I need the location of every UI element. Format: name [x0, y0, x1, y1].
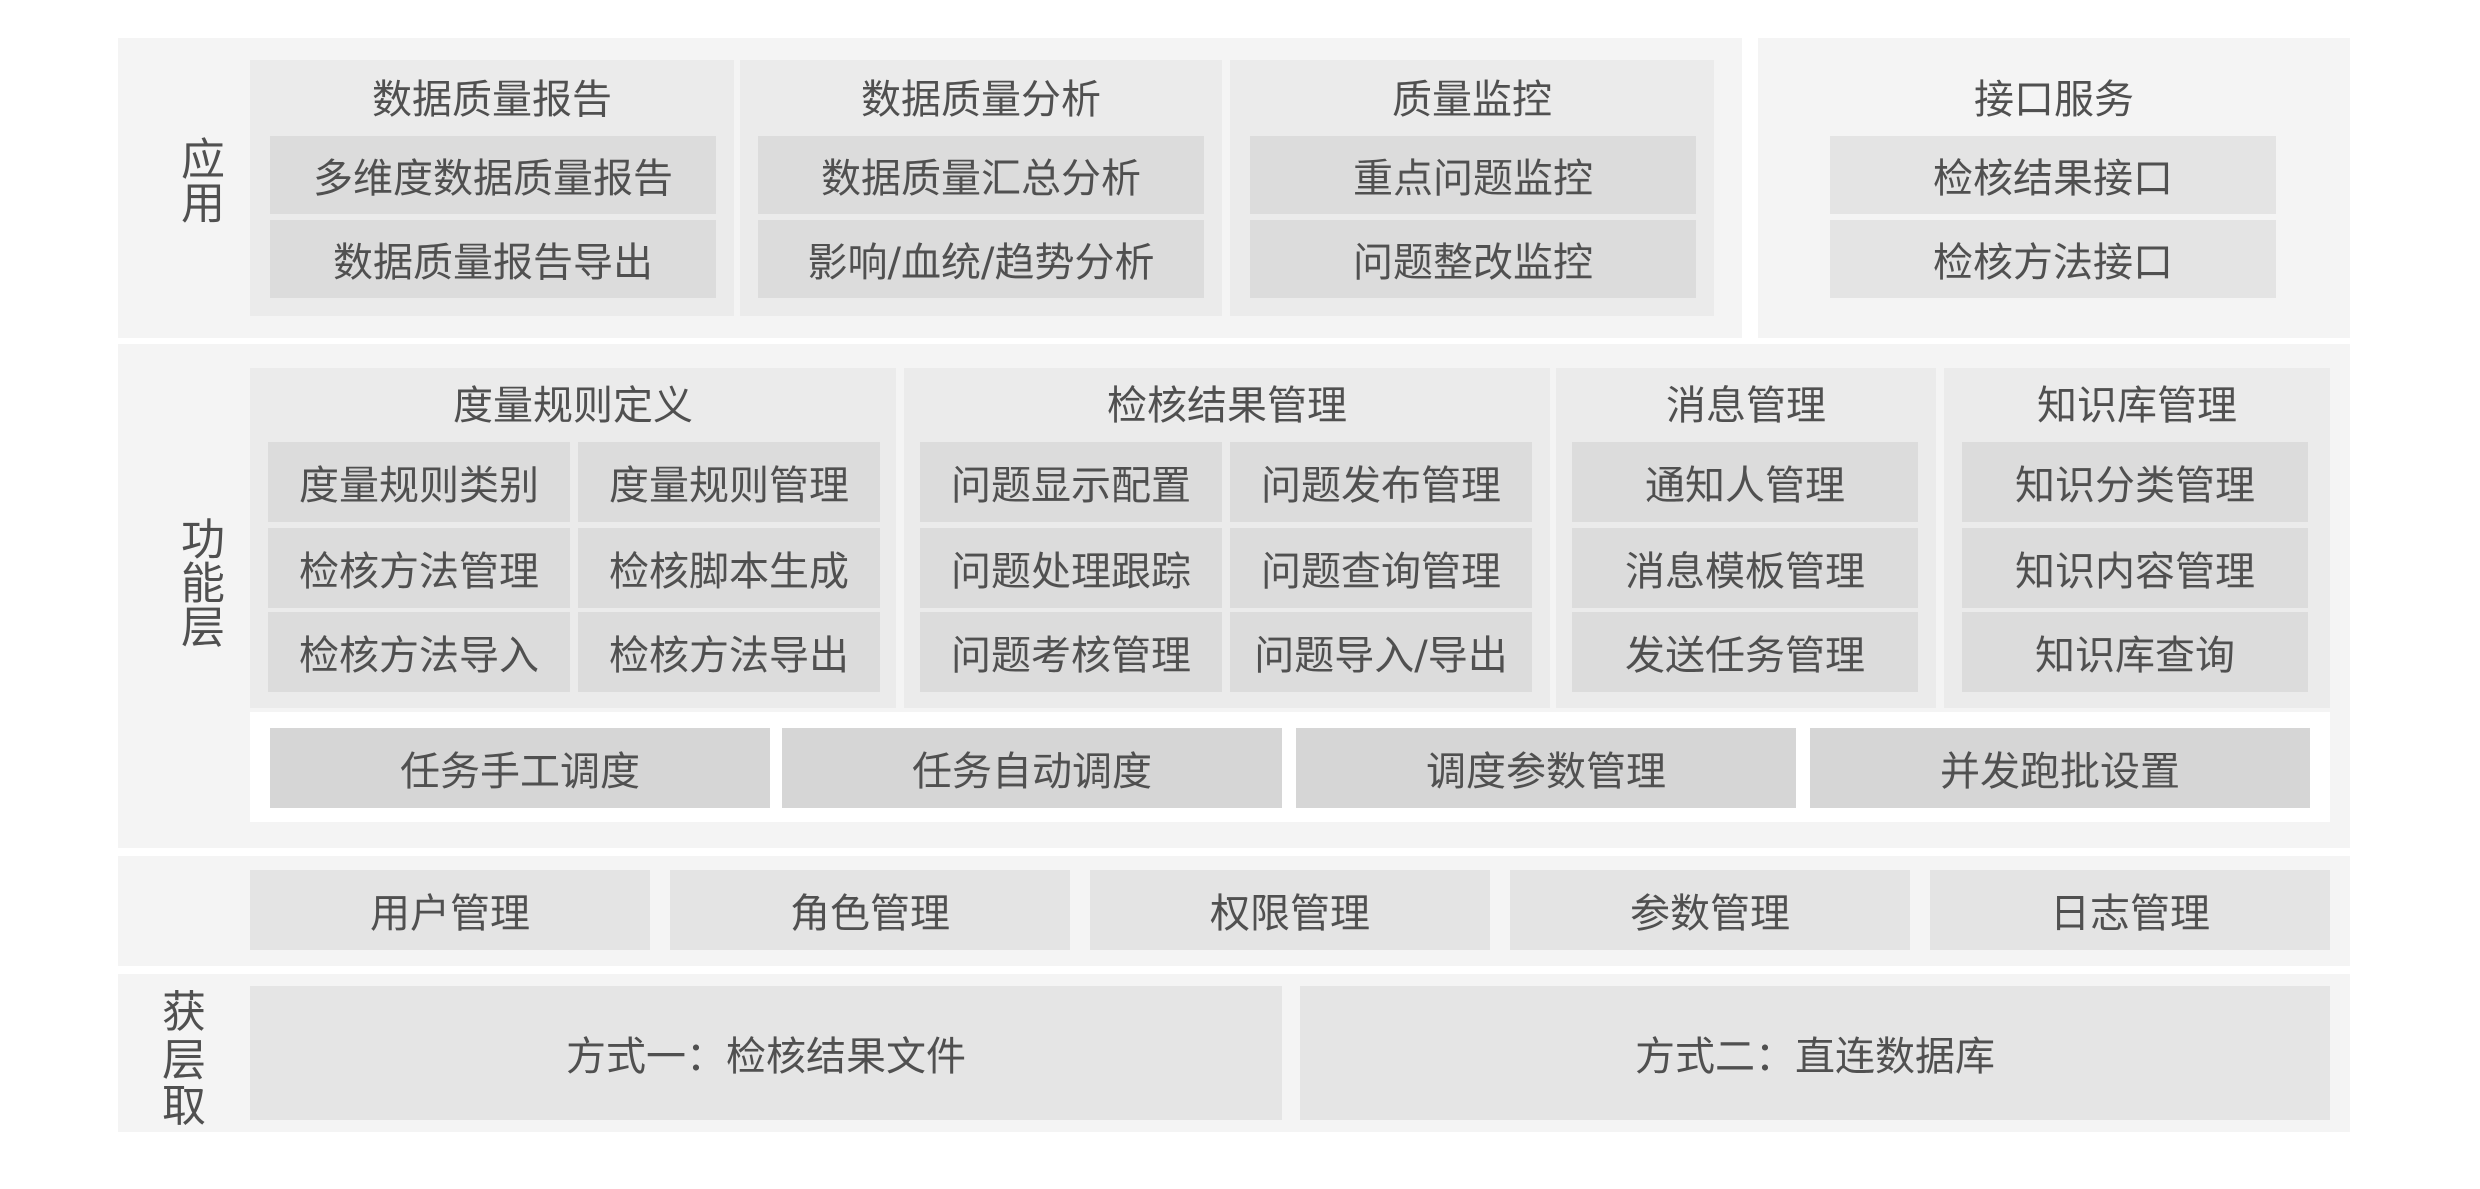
func-item: 问题查询管理 — [1230, 528, 1532, 608]
app-item: 影响/血统/趋势分析 — [758, 220, 1204, 298]
func-item: 检核方法导出 — [578, 612, 880, 692]
acquire-label-char: 取 — [162, 1081, 206, 1132]
system-item: 角色管理 — [670, 870, 1070, 950]
app-group-title: 数据质量报告 — [372, 77, 612, 123]
acquire-method-file: 方式一：检核结果文件 — [250, 986, 1282, 1120]
interface-item: 检核方法接口 — [1830, 220, 2276, 298]
func-item: 发送任务管理 — [1572, 612, 1918, 692]
acquire-label-char: 获 — [162, 987, 206, 1038]
app-group-title: 数据质量分析 — [861, 77, 1101, 123]
system-item: 权限管理 — [1090, 870, 1490, 950]
acquire-label-char: 层 — [162, 1035, 206, 1086]
func-item: 检核脚本生成 — [578, 528, 880, 608]
schedule-item: 任务自动调度 — [782, 728, 1282, 808]
func-item: 知识内容管理 — [1962, 528, 2308, 608]
func-item: 问题显示配置 — [920, 442, 1222, 522]
func-item: 问题处理跟踪 — [920, 528, 1222, 608]
app-layer-label: 应用 — [173, 136, 224, 224]
func-item: 知识分类管理 — [1962, 442, 2308, 522]
func-group-title: 知识库管理 — [2037, 383, 2237, 429]
app-item: 多维度数据质量报告 — [270, 136, 716, 214]
app-item: 重点问题监控 — [1250, 136, 1696, 214]
function-layer-label: 功能层 — [173, 516, 224, 648]
func-group-title: 检核结果管理 — [1107, 383, 1347, 429]
func-item: 度量规则类别 — [268, 442, 570, 522]
func-item: 问题发布管理 — [1230, 442, 1532, 522]
func-item: 知识库查询 — [1962, 612, 2308, 692]
func-item: 问题考核管理 — [920, 612, 1222, 692]
func-item: 消息模板管理 — [1572, 528, 1918, 608]
interface-item: 检核结果接口 — [1830, 136, 2276, 214]
schedule-item: 任务手工调度 — [270, 728, 770, 808]
app-item: 数据质量报告导出 — [270, 220, 716, 298]
app-item: 数据质量汇总分析 — [758, 136, 1204, 214]
func-item: 检核方法管理 — [268, 528, 570, 608]
interface-service-title: 接口服务 — [1974, 77, 2134, 123]
func-item: 通知人管理 — [1572, 442, 1918, 522]
system-item: 日志管理 — [1930, 870, 2330, 950]
func-group-title: 消息管理 — [1666, 383, 1826, 429]
schedule-item: 并发跑批设置 — [1810, 728, 2310, 808]
acquire-method-database: 方式二：直连数据库 — [1300, 986, 2330, 1120]
func-item: 问题导入/导出 — [1230, 612, 1532, 692]
app-item: 问题整改监控 — [1250, 220, 1696, 298]
schedule-item: 调度参数管理 — [1296, 728, 1796, 808]
system-item: 用户管理 — [250, 870, 650, 950]
func-item: 检核方法导入 — [268, 612, 570, 692]
func-item: 度量规则管理 — [578, 442, 880, 522]
func-group-title: 度量规则定义 — [453, 383, 693, 429]
system-item: 参数管理 — [1510, 870, 1910, 950]
app-group-title: 质量监控 — [1392, 77, 1552, 123]
